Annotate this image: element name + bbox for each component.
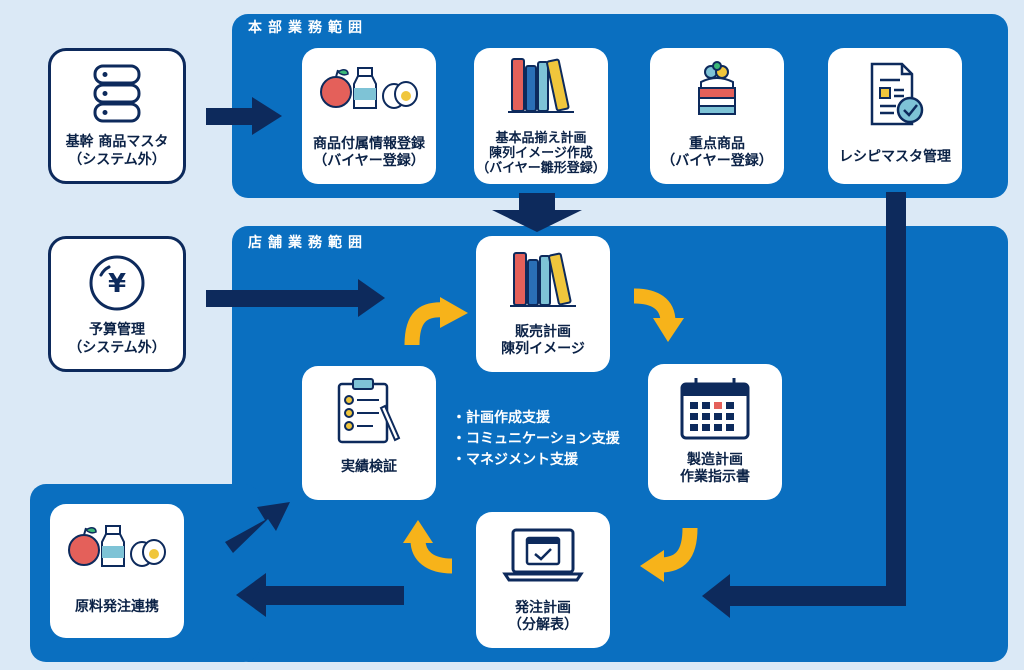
arrow-material-to-results [225,502,290,553]
assortment-label: 基本品揃え計画 陳列イメージ作成 （バイヤー雛形登録） [476,131,606,176]
arrow-order-to-material [236,573,404,617]
cake-icon [698,61,736,115]
budget-label: 予算管理 （システム外） [68,322,166,356]
sales-plan-card: 販売計画 陳列イメージ [476,236,610,372]
focus-product-card: 重点商品 （バイヤー登録） [650,48,784,184]
database-icon [93,64,141,123]
focus-product-label: 重点商品 （バイヤー登録） [661,136,773,169]
books-icon [510,252,576,307]
svg-text:¥: ¥ [108,269,126,299]
arrow-recipe-to-order [702,192,906,618]
arrow-master-to-hq [206,97,282,135]
production-plan-card: 製造計画 作業指示書 [648,364,782,500]
arrow-budget-to-store [206,279,385,317]
material-order-label: 原料発注連携 [75,599,159,615]
material-order-card: 原料発注連携 [50,504,184,638]
product-info-label: 商品付属情報登録 （バイヤー登録） [313,136,425,169]
groceries-icon [68,525,166,567]
master-data-label: 基幹 商品マスタ （システム外） [65,134,169,168]
order-plan-card: 発注計画 （分解表） [476,512,610,648]
cycle-arrow-sales-to-production [633,288,684,342]
recipe-master-label: レシピマスタ管理 [839,149,951,165]
results-card: 実績検証 [302,366,436,500]
store-region-label: 店舗業務範囲 [248,235,368,251]
laptop-calendar-icon [502,528,584,582]
sales-plan-label: 販売計画 陳列イメージ [501,324,585,357]
order-plan-label: 発注計画 （分解表） [508,600,578,633]
cycle-arrow-order-to-results [403,520,453,574]
support-list: ・計画作成支援 ・コミュニケーション支援 ・マネジメント支援 [452,408,620,471]
document-check-icon [870,62,924,126]
groceries-icon [320,67,418,109]
support-item: ・マネジメント支援 [452,452,578,468]
budget-box: ¥ 予算管理 （システム外） [48,236,186,372]
calendar-icon [680,378,750,440]
hq-region-label: 本部業務範囲 [248,20,368,36]
production-plan-label: 製造計画 作業指示書 [680,452,750,485]
cycle-arrow-production-to-order [640,527,698,582]
cycle-arrow-results-to-sales [404,297,468,346]
recipe-master-card: レシピマスタ管理 [828,48,962,184]
books-icon [508,58,574,113]
support-item: ・コミュニケーション支援 [452,431,620,447]
yen-coin-icon: ¥ [89,255,145,311]
assortment-card: 基本品揃え計画 陳列イメージ作成 （バイヤー雛形登録） [474,48,608,184]
master-data-box: 基幹 商品マスタ （システム外） [48,48,186,184]
checklist-icon [337,378,401,444]
arrow-hq-to-store [492,193,582,232]
results-label: 実績検証 [341,459,397,475]
support-item: ・計画作成支援 [452,410,550,426]
product-info-card: 商品付属情報登録 （バイヤー登録） [302,48,436,184]
